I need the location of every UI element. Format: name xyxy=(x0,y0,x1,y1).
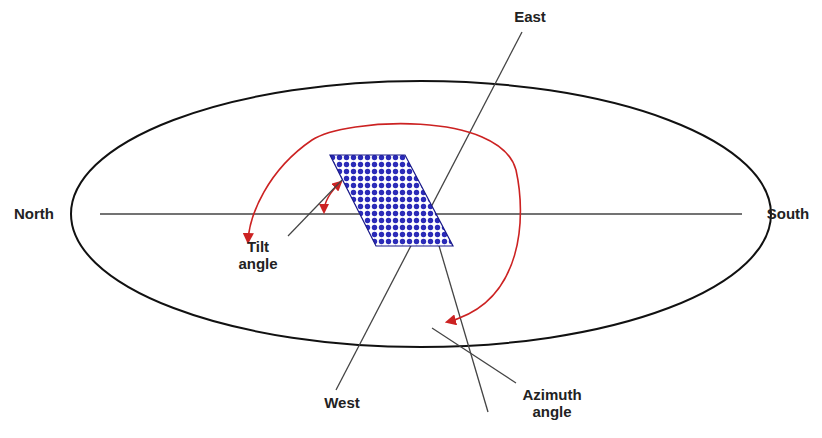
direction-label: South xyxy=(758,205,818,222)
azimuth-leader-line xyxy=(432,328,516,383)
horizon-ellipse xyxy=(71,81,771,347)
angle-label: Tilt angle xyxy=(228,238,288,272)
tilt-leader-line xyxy=(288,180,342,236)
azimuth-arc xyxy=(248,124,520,322)
direction-label: East xyxy=(500,8,560,25)
solar-panel xyxy=(330,155,453,246)
tilt-arc xyxy=(324,182,341,212)
direction-label: North xyxy=(4,205,64,222)
direction-label: West xyxy=(312,394,372,411)
angle-label: Azimuth angle xyxy=(514,386,590,420)
